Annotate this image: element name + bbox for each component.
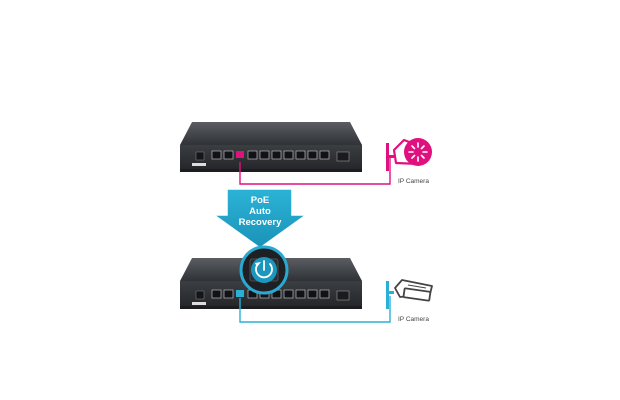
arrow-line-1: PoE [251,195,269,206]
rj45-port [319,289,330,299]
poe-auto-recovery-arrow: PoE Auto Recovery [211,188,309,249]
warning-badge [404,138,432,166]
power-port [195,290,205,300]
arrow-line-3: Recovery [239,217,282,228]
port-row-top [211,150,330,160]
power-restart-icon [239,245,289,295]
brand-label [192,163,206,166]
port-restored [236,290,244,297]
rj45-port [211,150,222,160]
rj45-port [307,289,318,299]
poe-cable-restored [239,296,391,323]
rj45-port [283,289,294,299]
brand-label [192,302,206,305]
ip-camera-fault-icon [386,138,432,171]
sfp-port [336,151,350,162]
rj45-port [295,289,306,299]
rj45-port [211,289,222,299]
rj45-port [223,289,234,299]
rj45-port [247,150,258,160]
camera-label-bottom: IP Camera [398,316,429,323]
rj45-port [295,150,306,160]
rj45-port [283,150,294,160]
rj45-port [259,150,270,160]
poe-cable-faulty [239,158,391,185]
rj45-port [271,150,282,160]
rj45-port [319,150,330,160]
sfp-port [336,290,350,301]
arrow-line-2: Auto [249,206,271,217]
rj45-port [307,150,318,160]
camera-label-top: IP Camera [398,178,429,185]
rj45-port [223,150,234,160]
switch-top-lid [180,122,362,145]
port-faulty [236,151,244,158]
ip-camera-icon [386,279,433,309]
switch-top-front [180,145,362,169]
power-port [195,151,205,161]
switch-top [180,122,362,172]
